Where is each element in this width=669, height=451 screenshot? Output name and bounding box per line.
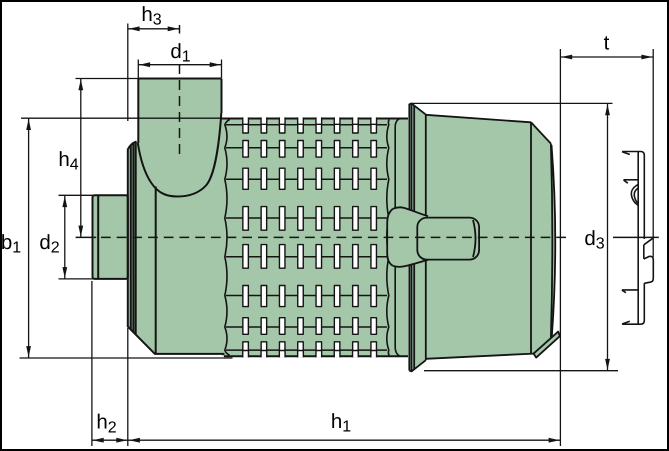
svg-text:h3: h3 [141, 3, 161, 29]
svg-text:d2: d2 [39, 231, 59, 257]
svg-text:t: t [604, 32, 610, 55]
svg-text:h2: h2 [96, 411, 116, 437]
svg-text:h1: h1 [331, 410, 351, 436]
svg-text:d1: d1 [170, 40, 190, 66]
svg-text:d3: d3 [584, 227, 604, 253]
svg-text:b1: b1 [1, 231, 21, 257]
svg-text:h4: h4 [58, 148, 78, 174]
